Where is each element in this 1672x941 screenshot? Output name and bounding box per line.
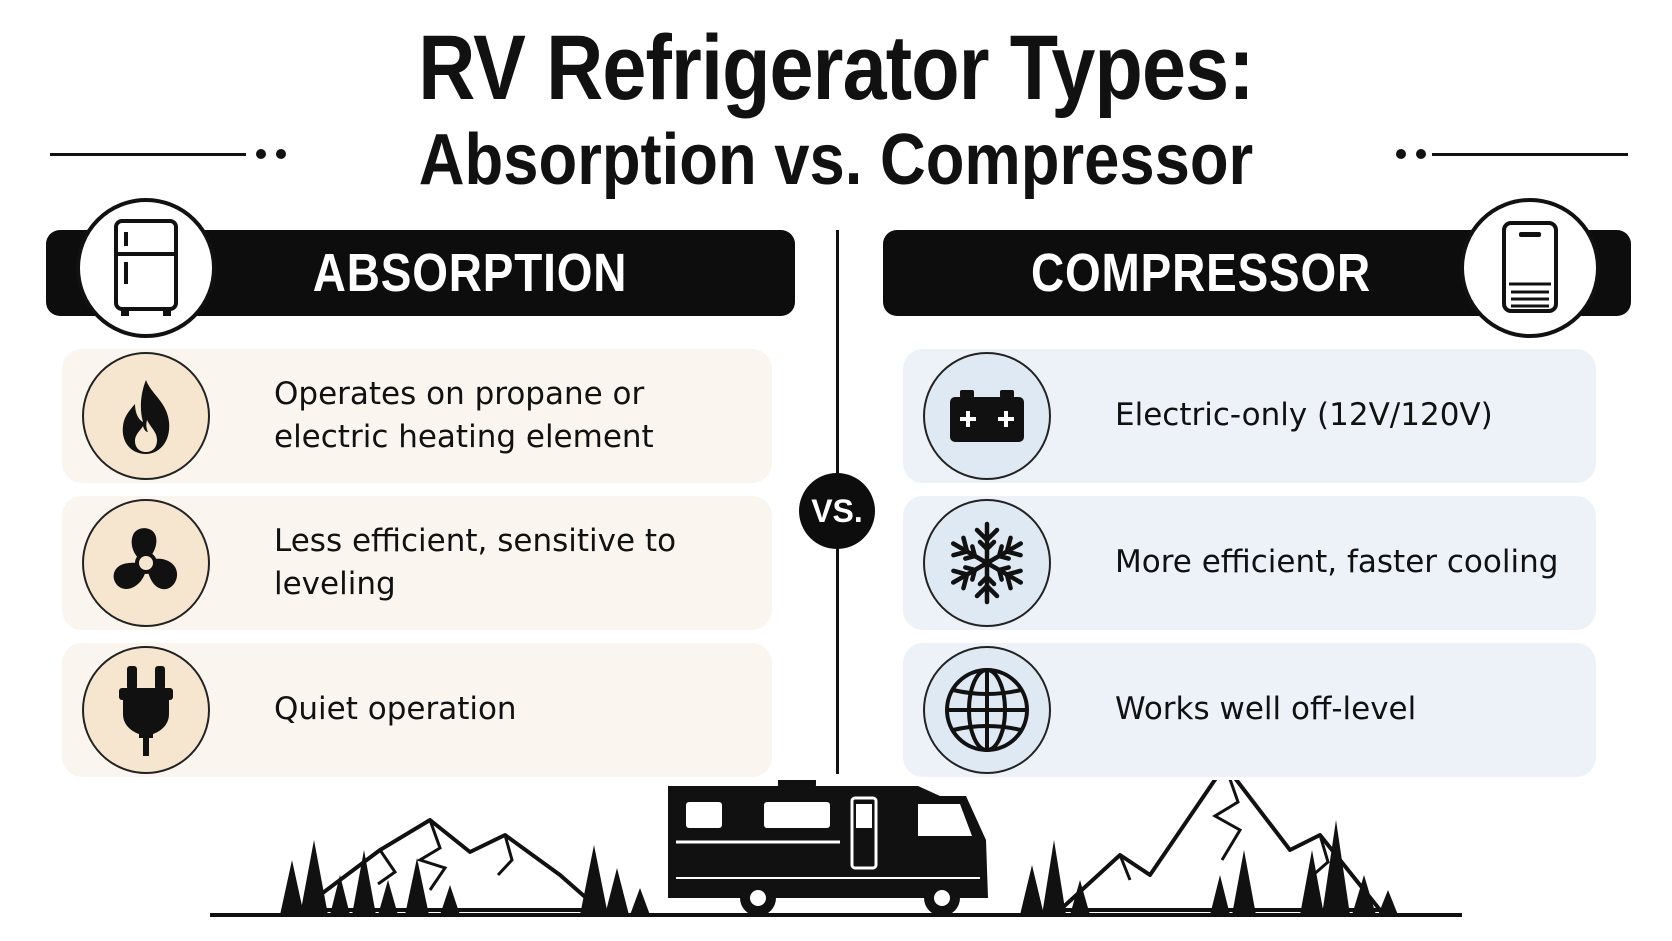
compressor-item: More efficient, faster cooling <box>903 496 1596 630</box>
page-title: RV Refrigerator Types: <box>418 17 1254 119</box>
absorption-item-text: Quiet operation <box>274 691 517 728</box>
compressor-item-text: Electric-only (12V/120V) <box>1115 397 1493 434</box>
compressor-item: Electric-only (12V/120V) <box>903 349 1596 483</box>
title-dot <box>1416 149 1426 159</box>
title-dot <box>256 149 266 159</box>
landscape-illustration <box>210 780 1462 917</box>
absorption-item: Less efficient, sensitive to leveling <box>62 496 772 630</box>
absorption-item: Operates on propane or electric heating … <box>62 349 772 483</box>
fridge-icon <box>76 198 216 338</box>
trees-left-icon <box>280 840 650 915</box>
title-dot <box>1396 149 1406 159</box>
compressor-item-text: More efficient, faster cooling <box>1115 544 1559 581</box>
plug-icon <box>82 646 210 774</box>
title-dot <box>276 149 286 159</box>
rv-icon <box>668 780 988 916</box>
absorption-item-text: Operates on propane or electric heating … <box>274 375 654 455</box>
compact-fridge-icon <box>1460 198 1600 338</box>
compressor-item: Works well off-level <box>903 643 1596 777</box>
trees-right-icon <box>1020 820 1398 915</box>
compressor-item-text: Works well off-level <box>1115 691 1417 728</box>
title-rule-left <box>50 153 246 156</box>
absorption-item: Quiet operation <box>62 643 772 777</box>
flame-icon <box>82 352 210 480</box>
battery-icon <box>923 352 1051 480</box>
globe-icon <box>923 646 1051 774</box>
compressor-heading: COMPRESSOR <box>1030 243 1372 303</box>
absorption-item-text: Less efficient, sensitive to leveling <box>274 522 677 602</box>
vs-badge: VS. <box>799 473 875 549</box>
title-rule-right <box>1432 153 1628 156</box>
page-subtitle: Absorption vs. Compressor <box>418 120 1254 200</box>
snowflake-icon <box>923 499 1051 627</box>
absorption-heading: ABSORPTION <box>313 243 628 303</box>
fan-icon <box>82 499 210 627</box>
